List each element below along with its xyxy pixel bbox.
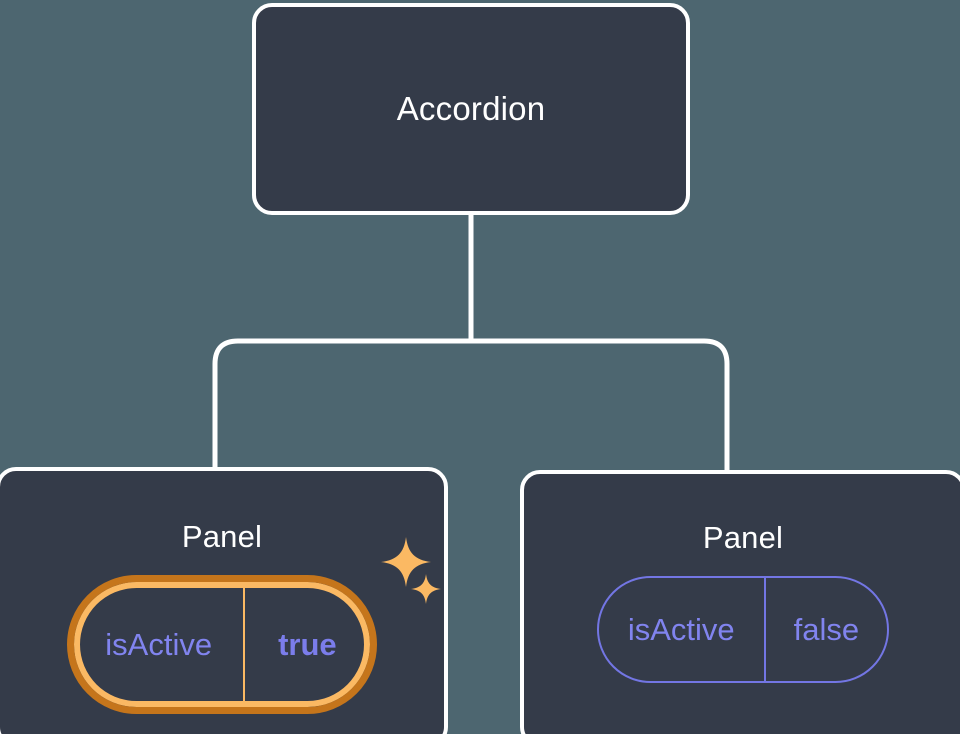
prop-pill-isactive-false[interactable]: isActive false — [596, 576, 890, 684]
node-panel-left-title: Panel — [181, 519, 263, 554]
prop-key-label: isActive — [74, 582, 246, 708]
prop-pill-wrapper-right: isActive false — [596, 576, 890, 684]
node-panel-right-title: Panel — [702, 520, 784, 555]
prop-value-label: true — [278, 626, 337, 662]
node-panel-left[interactable]: Panel isActive true — [0, 467, 448, 734]
prop-value-label: false — [763, 578, 887, 682]
prop-pill-isactive-true[interactable]: isActive true — [67, 575, 377, 715]
node-panel-right[interactable]: Panel isActive false — [520, 470, 960, 734]
prop-key-label: isActive — [627, 611, 735, 647]
node-accordion[interactable]: Accordion — [252, 3, 690, 215]
edge-split-bar — [212, 338, 730, 470]
node-accordion-title: Accordion — [396, 89, 546, 127]
prop-pill-wrapper-left: isActive true — [67, 575, 377, 715]
